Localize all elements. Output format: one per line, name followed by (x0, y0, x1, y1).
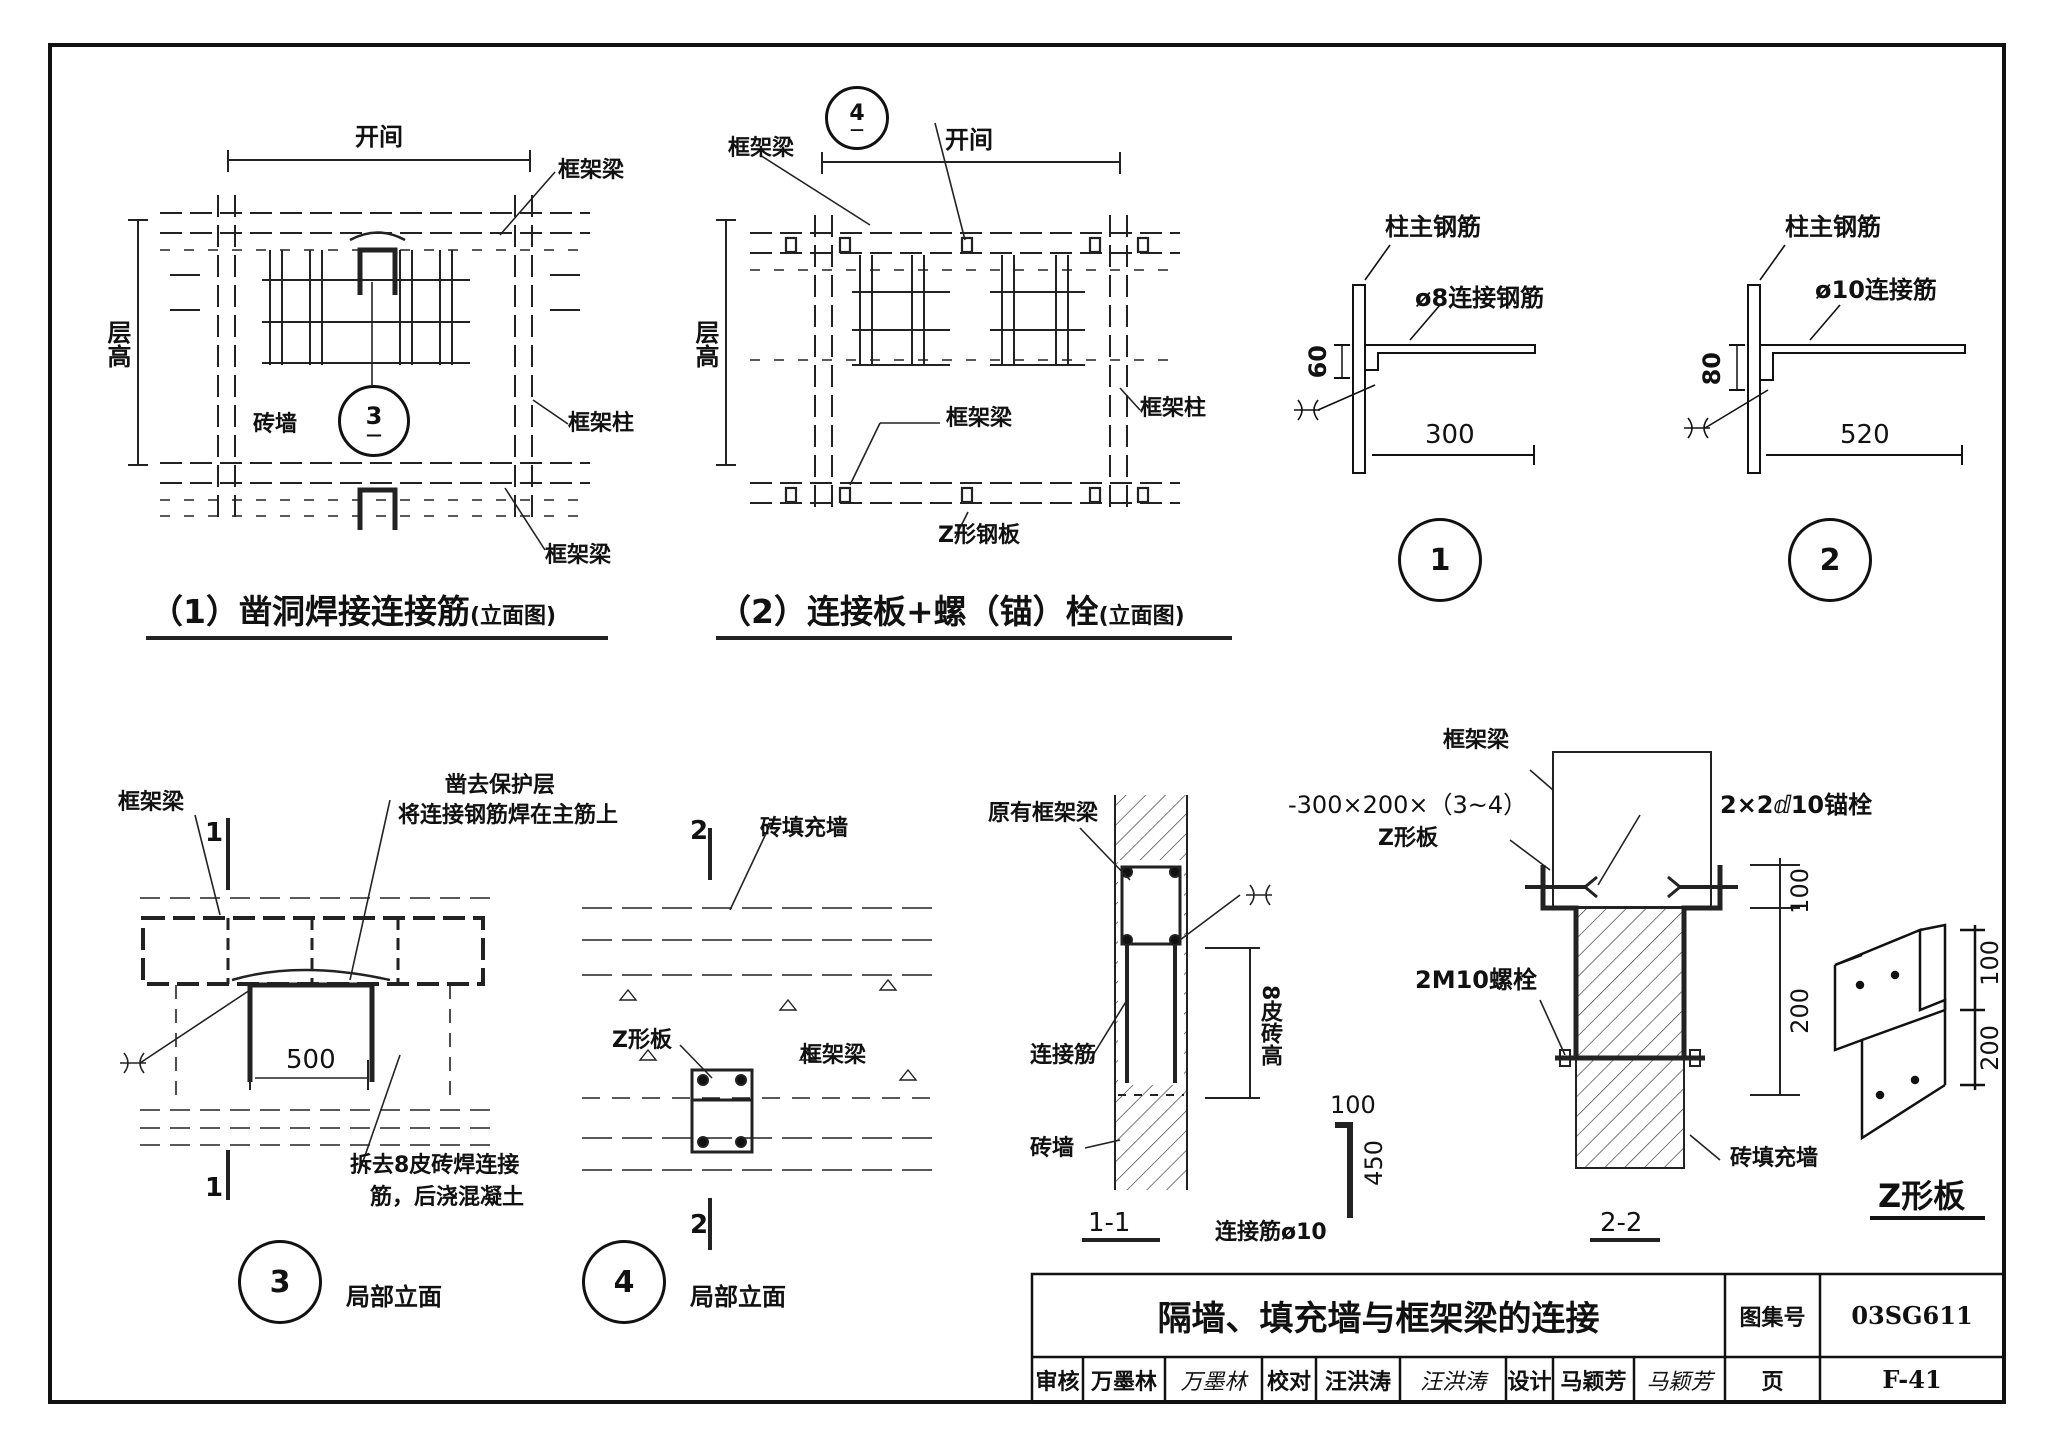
checker-name: 汪洪涛 (1324, 1369, 1391, 1395)
detail2-number: 2 (1788, 518, 1872, 602)
detail3-drawing (120, 799, 490, 1200)
designer-signature: 马颖芳 (1646, 1369, 1713, 1395)
panel2-frame-beam-mid: 框架梁 (946, 406, 1013, 431)
panel1-frame-beam-bottom: 框架梁 (545, 543, 612, 568)
section22-title: 2-2 (1600, 1208, 1643, 1238)
detail1-dim-h: 300 (1425, 420, 1475, 450)
atlas-label: 图集号 (1739, 1305, 1806, 1331)
section22-dim-100: 100 (1786, 868, 1814, 914)
section22-plate-spec: -300×200×（3~4） (1288, 791, 1528, 819)
panel2-callout-num: 4 (849, 101, 865, 127)
detail1-number: 1 (1398, 518, 1482, 602)
panel2-frame-beam-top: 框架梁 (728, 136, 795, 161)
main-title: 隔墙、填充墙与框架梁的连接 (1157, 1299, 1600, 1339)
section22-dim-200: 200 (1786, 988, 1814, 1034)
detail4-number: 4 (582, 1240, 666, 1324)
detail4-frame-beam: 框架梁 (800, 1043, 867, 1068)
detail3-cover-note-2: 将连接钢筋焊在主筋上 (398, 803, 619, 828)
panel2-title-text: （2）连接板+螺（锚）栓 (718, 592, 1099, 631)
reviewer-signature: 万墨林 (1180, 1369, 1247, 1395)
detail3-number: 3 (238, 1240, 322, 1324)
detail2-drawing (1684, 244, 1966, 474)
zplate-drawing (1833, 923, 1985, 1220)
panel1-callout-num: 3 (365, 402, 383, 431)
panel2-z-plate: Z形钢板 (938, 523, 1020, 548)
detail4-z-plate: Z形板 (612, 1028, 672, 1053)
section22-infill: 砖填充墙 (1730, 1146, 1819, 1171)
detail4-section-bottom: 2 (690, 1210, 709, 1240)
section11-bar-dim-side: 450 (1360, 1140, 1388, 1186)
detail2-dim-v: 80 (1698, 352, 1726, 386)
detail3-demolish-note-1: 拆去8皮砖焊连接 (350, 1153, 520, 1178)
section11-orig-beam: 原有框架梁 (988, 801, 1099, 826)
panel2-callout: 4 — (825, 86, 889, 150)
review-label: 审核 (1035, 1369, 1080, 1395)
detail3-section-top: 1 (205, 818, 224, 848)
detail3-dim: 500 (286, 1045, 336, 1075)
panel1-height-label: 层高 (103, 320, 131, 368)
panel2-height-label: 层高 (691, 320, 719, 368)
detail3-frame-beam: 框架梁 (118, 790, 185, 815)
section22-frame-beam: 框架梁 (1443, 728, 1510, 753)
section22-drawing (1509, 751, 1800, 1242)
section11-title: 1-1 (1088, 1208, 1131, 1238)
section11-bar-dim-top: 100 (1330, 1091, 1376, 1119)
panel1-title-text: （1）凿洞焊接连接筋 (150, 592, 470, 631)
section11-dim: 8皮砖高 (1257, 985, 1282, 1067)
section22-plate-name: Z形板 (1378, 826, 1438, 851)
detail1-link-rebar: ø8连接钢筋 (1415, 284, 1545, 312)
section11-link-bar: 连接筋 (1030, 1043, 1097, 1068)
designer-name: 马颖芳 (1560, 1369, 1627, 1395)
detail1-col-rebar: 柱主钢筋 (1385, 213, 1481, 241)
sheet-border (48, 43, 2006, 1404)
design-label: 设计 (1507, 1369, 1552, 1395)
panel2-span-label: 开间 (945, 126, 993, 154)
panel2-elevation (716, 122, 1232, 640)
detail4-drawing (582, 824, 935, 1250)
panel1-brick-wall: 砖墙 (253, 412, 298, 437)
section22-bolt: 2M10螺栓 (1415, 966, 1537, 994)
detail3-cover-note-1: 凿去保护层 (445, 773, 556, 798)
panel1-frame-beam-top: 框架梁 (558, 158, 625, 183)
detail3-section-bottom: 1 (205, 1173, 224, 1203)
page-number: F-41 (1882, 1365, 1942, 1394)
zplate-dim-100: 100 (1976, 940, 2004, 986)
detail4-infill: 砖填充墙 (760, 816, 849, 841)
panel2-frame-column: 框架柱 (1140, 396, 1207, 421)
panel1-elevation (128, 150, 608, 640)
panel2-callout-den: — (850, 122, 864, 139)
title-block (1030, 1272, 2006, 1404)
check-label: 校对 (1266, 1369, 1311, 1395)
panel1-span-label: 开间 (355, 123, 403, 151)
panel1-title-small: (立面图) (469, 604, 557, 629)
detail2-dim-h: 520 (1840, 420, 1890, 450)
checker-signature: 汪洪涛 (1419, 1369, 1486, 1395)
panel1-callout-den: — (366, 425, 382, 445)
zplate-dim-200: 200 (1976, 1025, 2004, 1071)
section11-brick-wall: 砖墙 (1030, 1136, 1075, 1161)
panel2-title: （2）连接板+螺（锚）栓(立面图) (718, 595, 1185, 628)
section22-anchor: 2×2ⅆ10锚栓 (1720, 791, 1873, 819)
atlas-number: 03SG611 (1851, 1301, 1973, 1330)
detail4-label: 局部立面 (690, 1283, 786, 1311)
section11-drawing (1079, 795, 1353, 1242)
detail4-section-top: 2 (690, 816, 709, 846)
page-label: 页 (1761, 1369, 1784, 1395)
panel1-frame-column: 框架柱 (568, 411, 635, 436)
section11-bar-label: 连接筋ø10 (1215, 1220, 1327, 1245)
detail1-dim-v: 60 (1304, 345, 1332, 379)
detail2-link-rebar: ø10连接筋 (1815, 276, 1937, 304)
detail3-demolish-note-2: 筋，后浇混凝土 (370, 1185, 525, 1210)
zplate-title: Z形板 (1878, 1177, 1966, 1215)
reviewer-name: 万墨林 (1090, 1369, 1157, 1395)
panel1-callout: 3 — (338, 385, 410, 457)
panel1-title: （1）凿洞焊接连接筋(立面图) (150, 595, 556, 628)
panel2-title-small: (立面图) (1098, 604, 1185, 629)
detail2-col-rebar: 柱主钢筋 (1785, 213, 1881, 241)
detail3-label: 局部立面 (346, 1283, 442, 1311)
detail1-drawing (1294, 244, 1536, 474)
